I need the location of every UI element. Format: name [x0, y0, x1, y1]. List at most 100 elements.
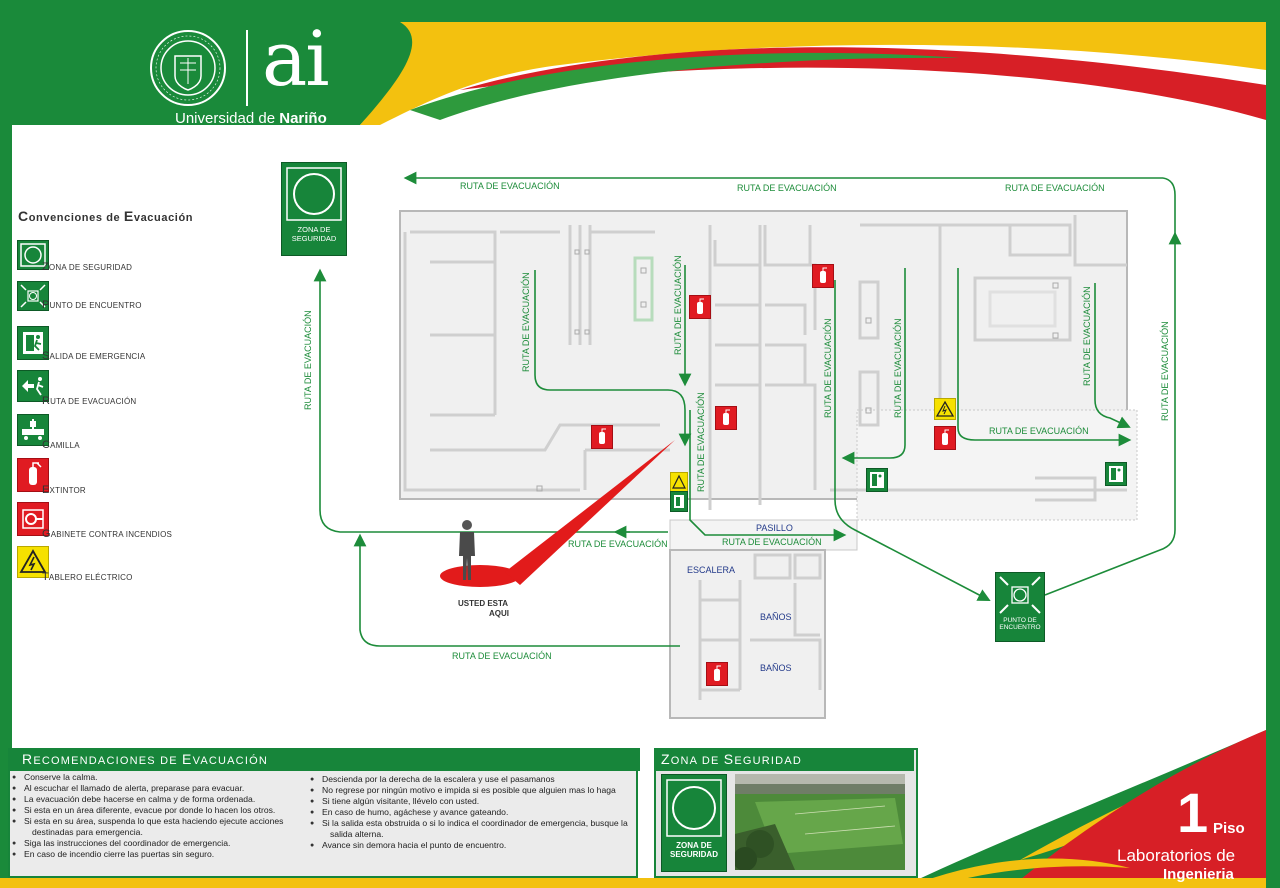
- recommendation-item: Si esta en un área diferente, evacue por…: [12, 805, 302, 816]
- university-name-bold: Nariño: [279, 110, 327, 127]
- legend-cap: S: [42, 350, 50, 362]
- legend-cap: E: [42, 484, 50, 496]
- map-safety-zone-label-2: SEGURIDAD: [291, 234, 337, 243]
- route-label: RUTA DE EVACUACIÓN: [989, 426, 1089, 436]
- legend-title-part-2: de: [106, 212, 124, 224]
- floor-word: Piso: [1213, 820, 1245, 837]
- electrical-panel-icon: [17, 546, 49, 578]
- recommendations-list-right: Descienda por la derecha de la escalera …: [310, 774, 630, 851]
- legend-text: amilla: [50, 441, 80, 450]
- route-label: RUTA DE EVACUACIÓN: [303, 310, 313, 410]
- safety-panel-title-cap-2: S: [723, 751, 735, 767]
- legend-text: alida de emergencia: [49, 352, 146, 361]
- route-label: RUTA DE EVACUACIÓN: [696, 392, 706, 492]
- legend-cap: C: [42, 439, 51, 451]
- map-electrical-panel-icon: [670, 472, 688, 492]
- safety-zone-photo: [735, 774, 905, 870]
- stairs-label: ESCALERA: [687, 565, 736, 575]
- emergency-exit-icon: [17, 326, 49, 360]
- evacuation-route-icon: [17, 370, 49, 402]
- university-seal-logo: [150, 30, 226, 106]
- route-label: RUTA DE EVACUACIÓN: [1005, 183, 1105, 193]
- route-label: RUTA DE EVACUACIÓN: [568, 539, 668, 549]
- you-are-here-label-2: AQUI: [489, 609, 509, 618]
- recommendation-item: Avance sin demora hacia el punto de encu…: [310, 840, 630, 851]
- route-label: RUTA DE EVACUACIÓN: [460, 181, 560, 191]
- legend-label-stretcher: Camilla: [42, 439, 80, 451]
- system-subtitle: Sistema de Evacuación: [201, 129, 316, 141]
- legend-text: unto de encuentro: [49, 301, 142, 310]
- route-label: RUTA DE EVACUACIÓN: [1082, 286, 1092, 386]
- route-label: RUTA DE EVACUACIÓN: [823, 318, 833, 418]
- legend-label-evacuation-route: Ruta de evacuación: [42, 395, 136, 407]
- recommendations-title-part-3: vacuación: [192, 755, 268, 767]
- legend-label-electrical-panel: Tablero eléctrico: [42, 571, 133, 583]
- map-safety-zone-sign: ZONA DE SEGURIDAD: [281, 162, 347, 256]
- safety-panel-title-part-1: ona: [670, 755, 702, 767]
- map-meeting-point-sign: PUNTO DE ENCUENTRO: [995, 572, 1045, 642]
- recommendation-item: Descienda por la derecha de la escalera …: [310, 774, 630, 785]
- safety-panel-title-part-2: de: [701, 755, 724, 767]
- meeting-point-icon: [17, 281, 49, 311]
- recommendation-item: Al escuchar el llamado de alerta, prepar…: [12, 783, 302, 794]
- legend-title: Convenciones de Evacuación: [18, 208, 193, 224]
- building-name-line-1: Laboratorios de: [1117, 846, 1236, 865]
- fire-cabinet-icon: [17, 502, 49, 536]
- legend-text: xtintor: [49, 486, 86, 495]
- map-extinguisher-icon: [706, 662, 728, 686]
- recommendations-title: Recomendaciones de Evacuación: [8, 748, 640, 771]
- ai-logo: ai: [262, 14, 330, 103]
- legend-text: ona de seguridad: [48, 263, 133, 272]
- university-prefix: Universidad de: [175, 110, 280, 127]
- recommendations-title-part-2: de: [160, 755, 183, 767]
- legend-text: ablero eléctrico: [48, 573, 133, 582]
- route-label: RUTA DE EVACUACIÓN: [452, 651, 552, 661]
- safety-panel-sign-label-2: SEGURIDAD: [669, 850, 718, 859]
- legend-label-safety-zone: Zona de seguridad: [42, 261, 132, 273]
- recommendation-item: Conserve la calma.: [12, 772, 302, 783]
- legend-text: abinete contra incendios: [50, 530, 173, 539]
- safety-zone-panel-title: Zona de Seguridad: [654, 748, 914, 771]
- recommendation-item: En caso de humo, agáchese y avance gatea…: [310, 807, 630, 818]
- recommendation-item: Si esta en su área, suspenda lo que esta…: [12, 816, 302, 827]
- recommendations-list-left: Conserve la calma. Al escuchar el llamad…: [12, 772, 302, 860]
- university-name: Universidad de Nariño: [175, 110, 327, 127]
- legend-cap: P: [42, 299, 50, 311]
- map-emergency-exit-icon: [866, 468, 888, 492]
- safety-panel-title-part-3: eguridad: [734, 755, 803, 767]
- recommendation-item-continued: destinadas para emergencia.: [32, 827, 143, 837]
- hallway-label: PASILLO: [756, 523, 793, 533]
- route-label: RUTA DE EVACUACIÓN: [737, 183, 837, 193]
- legend-cap: Z: [42, 261, 49, 273]
- logo-divider: [246, 30, 248, 106]
- recommendation-item: Si la salida esta obstruida o si lo indi…: [310, 818, 630, 829]
- bathrooms-label: BAÑOS: [760, 612, 792, 622]
- safety-panel-sign-label-1: ZONA DE: [676, 841, 712, 850]
- map-extinguisher-icon: [812, 264, 834, 288]
- map-extinguisher-icon: [689, 295, 711, 319]
- floor-number: 1: [1177, 781, 1209, 844]
- map-emergency-exit-icon: [1105, 462, 1127, 486]
- legend-title-part-3: vacuación: [133, 212, 194, 224]
- building-name-line-2: Ingenieria: [1163, 866, 1234, 883]
- map-extinguisher-icon: [934, 426, 956, 450]
- bathrooms-label: BAÑOS: [760, 663, 792, 673]
- legend-title-part-1: onvenciones: [28, 212, 107, 224]
- recommendation-item-continued: salida alterna.: [330, 829, 384, 839]
- legend-label-extinguisher: Extintor: [42, 484, 86, 496]
- recommendation-item: No regrese por ningún motivo e impida si…: [310, 785, 630, 796]
- legend-label-emergency-exit: Salida de emergencia: [42, 350, 145, 362]
- extinguisher-icon: [17, 458, 49, 492]
- person-figure: [459, 520, 475, 580]
- route-label: RUTA DE EVACUACIÓN: [722, 537, 822, 547]
- map-extinguisher-icon: [715, 406, 737, 430]
- legend-label-fire-cabinet: Gabinete contra incendios: [42, 528, 172, 540]
- map-safety-zone-label-1: ZONA DE: [297, 225, 331, 234]
- map-meeting-point-label-2: ENCUENTRO: [999, 624, 1041, 631]
- route-label: RUTA DE EVACUACIÓN: [673, 255, 683, 355]
- recommendations-title-part-1: ecomendaciones: [33, 755, 161, 767]
- recommendation-item: En caso de incendio cierre las puertas s…: [12, 849, 302, 860]
- route-label: RUTA DE EVACUACIÓN: [1160, 321, 1170, 421]
